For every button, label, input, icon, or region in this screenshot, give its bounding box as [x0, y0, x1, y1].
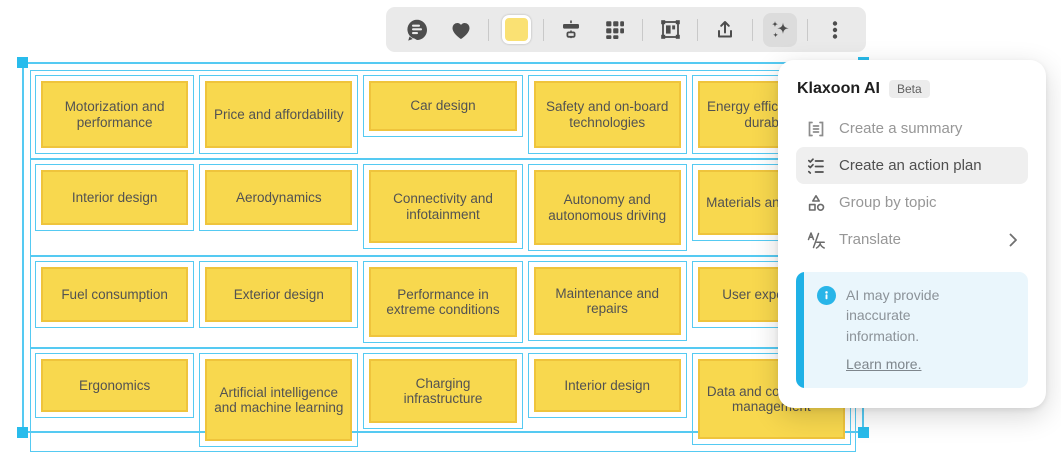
note-group-row[interactable]: Fuel consumption Exterior design Performan…: [30, 256, 856, 348]
sticky-note[interactable]: Aerodynamics: [205, 170, 353, 225]
selection-handle-bottom-left[interactable]: [17, 427, 28, 438]
note-selection-box[interactable]: Ergonomics: [35, 353, 195, 418]
sticky-note[interactable]: Artificial intelligence and machine lear…: [205, 359, 353, 441]
popup-header: Klaxoon AI Beta: [796, 80, 1028, 98]
sticky-note[interactable]: Ergonomics: [41, 359, 189, 412]
comment-icon[interactable]: [400, 13, 434, 47]
notice-accent-bar: [796, 272, 804, 389]
sticky-note[interactable]: Motorization and performance: [41, 81, 189, 148]
ai-sparkles-icon[interactable]: [763, 12, 797, 47]
distribute-icon[interactable]: [554, 13, 588, 47]
color-swatch[interactable]: [499, 13, 533, 47]
klaxoon-ai-popup: Klaxoon AI Beta Create a summary Create …: [778, 60, 1046, 409]
action-plan-icon: [806, 156, 826, 176]
note-selection-box[interactable]: Interior design: [35, 164, 195, 231]
note-selection-box[interactable]: Price and affordability: [199, 75, 359, 154]
heart-icon[interactable]: [444, 13, 478, 47]
toolbar-divider: [488, 18, 489, 41]
note-selection-box[interactable]: Charging infrastructure: [363, 353, 523, 429]
frame-icon[interactable]: [653, 13, 687, 47]
menu-item-label: Create a summary: [839, 120, 963, 137]
summary-icon: [806, 119, 826, 139]
more-options-icon[interactable]: [818, 13, 852, 47]
note-selection-box[interactable]: Exterior design: [199, 261, 359, 328]
popup-title: Klaxoon AI: [797, 80, 880, 97]
menu-item-label: Translate: [839, 231, 901, 248]
note-selection-box[interactable]: Fuel consumption: [35, 261, 195, 328]
note-group-row[interactable]: Interior design Aerodynamics Connectivity …: [30, 159, 856, 256]
sticky-note[interactable]: Connectivity and infotainment: [369, 170, 517, 243]
sticky-note[interactable]: Performance in extreme conditions: [369, 267, 517, 337]
note-group-row[interactable]: Ergonomics Artificial intelligence and ma…: [30, 348, 856, 452]
sticky-note[interactable]: Interior design: [533, 359, 681, 412]
note-selection-box[interactable]: Artificial intelligence and machine lear…: [199, 353, 359, 447]
note-selection-box[interactable]: Interior design: [527, 353, 687, 418]
sticky-note[interactable]: Autonomy and autonomous driving: [533, 170, 681, 245]
menu-item-create-action-plan[interactable]: Create an action plan: [796, 147, 1028, 184]
toolbar-divider: [697, 18, 698, 41]
note-selection-box[interactable]: Safety and on-board technologies: [527, 75, 687, 154]
toolbar-divider: [543, 18, 544, 41]
sticky-note[interactable]: Interior design: [41, 170, 189, 225]
note-selection-box[interactable]: Autonomy and autonomous driving: [527, 164, 687, 251]
ai-disclaimer: AI may provide inaccurate information. L…: [796, 272, 1028, 389]
toolbar-divider: [807, 18, 808, 41]
menu-item-translate[interactable]: Translate: [796, 221, 1028, 258]
grid-icon[interactable]: [598, 13, 632, 47]
disclaimer-text: AI may provide inaccurate information.: [846, 287, 940, 344]
selection-handle-bottom-right[interactable]: [858, 427, 869, 438]
sticky-note[interactable]: Exterior design: [205, 267, 353, 322]
ai-menu: Create a summary Create an action plan: [796, 110, 1028, 258]
note-selection-box[interactable]: Maintenance and repairs: [527, 261, 687, 341]
sticky-note[interactable]: Charging infrastructure: [369, 359, 517, 423]
info-icon: [817, 286, 836, 305]
note-selection-box[interactable]: Performance in extreme conditions: [363, 261, 523, 343]
sticky-note[interactable]: Price and affordability: [205, 81, 353, 148]
group-icon: [806, 193, 826, 213]
translate-icon: [806, 230, 826, 250]
sticky-note[interactable]: Safety and on-board technologies: [533, 81, 681, 148]
sticky-note[interactable]: Maintenance and repairs: [533, 267, 681, 335]
toolbar-divider: [642, 18, 643, 41]
chevron-right-icon: [1009, 233, 1018, 247]
menu-item-create-summary[interactable]: Create a summary: [796, 110, 1028, 147]
beta-badge: Beta: [888, 80, 930, 98]
yellow-color-swatch: [501, 15, 531, 44]
note-selection-box[interactable]: Motorization and performance: [35, 75, 195, 154]
sticky-note[interactable]: Car design: [369, 81, 517, 131]
export-icon[interactable]: [708, 13, 742, 47]
note-selection-box[interactable]: Connectivity and infotainment: [363, 164, 523, 249]
note-selection-box[interactable]: Car design: [363, 75, 523, 137]
toolbar-divider: [752, 18, 753, 41]
note-selection-box[interactable]: Aerodynamics: [199, 164, 359, 231]
menu-item-label: Group by topic: [839, 194, 937, 211]
sticky-note[interactable]: Fuel consumption: [41, 267, 189, 322]
menu-item-group-by-topic[interactable]: Group by topic: [796, 184, 1028, 221]
menu-item-label: Create an action plan: [839, 157, 982, 174]
learn-more-link[interactable]: Learn more.: [846, 355, 922, 372]
context-toolbar: [386, 7, 866, 52]
selection-handle-top-left[interactable]: [17, 57, 28, 68]
